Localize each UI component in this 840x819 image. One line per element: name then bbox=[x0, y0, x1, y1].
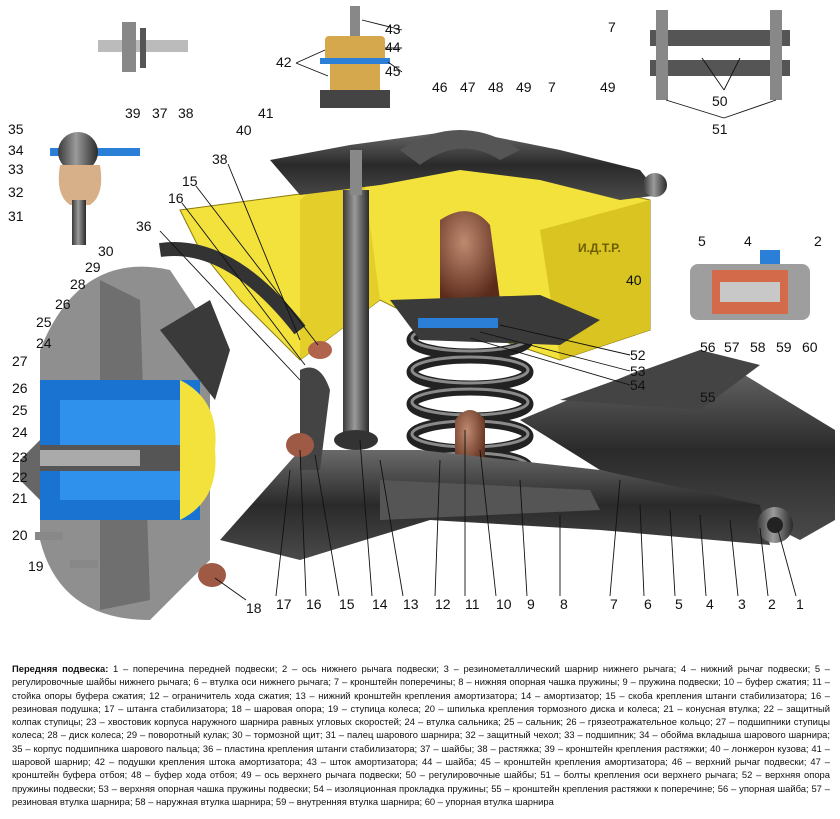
callout-16: 16 bbox=[168, 190, 184, 206]
callout-26: 26 bbox=[55, 296, 71, 312]
callout-36: 36 bbox=[136, 218, 152, 234]
callout-58: 58 bbox=[750, 339, 766, 355]
callout-4: 4 bbox=[706, 596, 714, 612]
callout-27: 27 bbox=[12, 353, 28, 369]
callout-43: 43 bbox=[385, 21, 401, 37]
callout-60: 60 bbox=[802, 339, 818, 355]
callout-54: 54 bbox=[630, 377, 646, 393]
callout-10: 10 bbox=[496, 596, 512, 612]
inset-upper-axle bbox=[650, 10, 790, 100]
callout-7: 7 bbox=[548, 79, 556, 95]
callout-30: 30 bbox=[98, 243, 114, 259]
callout-8: 8 bbox=[560, 596, 568, 612]
callout-18: 18 bbox=[246, 600, 262, 616]
figure-caption: Передняя подвеска: 1 – поперечина передн… bbox=[12, 662, 830, 808]
callout-57: 57 bbox=[724, 339, 740, 355]
callout-39: 39 bbox=[125, 105, 141, 121]
lower-arm bbox=[220, 450, 793, 560]
callout-38: 38 bbox=[178, 105, 194, 121]
callout-59: 59 bbox=[776, 339, 792, 355]
callout-13: 13 bbox=[403, 596, 419, 612]
callout-51: 51 bbox=[712, 121, 728, 137]
callout-44: 44 bbox=[385, 39, 401, 55]
upper-arm bbox=[270, 130, 667, 200]
callout-55: 55 bbox=[700, 389, 716, 405]
callout-15: 15 bbox=[339, 596, 355, 612]
callout-9: 9 bbox=[527, 596, 535, 612]
callout-4: 4 bbox=[744, 233, 752, 249]
callout-37: 37 bbox=[152, 105, 168, 121]
callout-46: 46 bbox=[432, 79, 448, 95]
callout-2: 2 bbox=[768, 596, 776, 612]
callout-24: 24 bbox=[12, 424, 28, 440]
callout-53: 53 bbox=[630, 363, 646, 379]
callout-6: 6 bbox=[644, 596, 652, 612]
watermark: И.Д.Т.Р. bbox=[578, 241, 621, 255]
callout-24: 24 bbox=[36, 335, 52, 351]
callout-45: 45 bbox=[385, 63, 401, 79]
callout-52: 52 bbox=[630, 347, 646, 363]
caption-text: 1 – поперечина передней подвески; 2 – ос… bbox=[12, 663, 830, 807]
diagram-svg: И.Д.Т.Р. bbox=[8, 6, 835, 620]
callout-22: 22 bbox=[12, 469, 28, 485]
leader-lines bbox=[159, 19, 797, 601]
callout-47: 47 bbox=[460, 79, 476, 95]
callout-34: 34 bbox=[8, 142, 24, 158]
callout-3: 3 bbox=[738, 596, 746, 612]
callout-20: 20 bbox=[12, 527, 28, 543]
callout-7: 7 bbox=[608, 19, 616, 35]
callout-26: 26 bbox=[12, 380, 28, 396]
callout-labels: 1234567891011121314151617181920212223242… bbox=[8, 19, 822, 616]
callout-40: 40 bbox=[236, 122, 252, 138]
callout-17: 17 bbox=[276, 596, 292, 612]
inset-shock-mount bbox=[320, 6, 390, 108]
callout-1: 1 bbox=[796, 596, 804, 612]
inset-ball-joint bbox=[50, 132, 140, 245]
callout-21: 21 bbox=[12, 490, 28, 506]
callout-48: 48 bbox=[488, 79, 504, 95]
inset-silent-block bbox=[690, 250, 810, 320]
callout-28: 28 bbox=[70, 276, 86, 292]
callout-32: 32 bbox=[8, 184, 24, 200]
callout-5: 5 bbox=[675, 596, 683, 612]
callout-19: 19 bbox=[28, 558, 44, 574]
callout-2: 2 bbox=[814, 233, 822, 249]
wheel-hub-assembly bbox=[20, 266, 230, 620]
suspension-diagram: И.Д.Т.Р. bbox=[8, 6, 835, 620]
callout-35: 35 bbox=[8, 121, 24, 137]
callout-12: 12 bbox=[435, 596, 451, 612]
callout-7: 7 bbox=[610, 596, 618, 612]
callout-40: 40 bbox=[626, 272, 642, 288]
callout-49: 49 bbox=[516, 79, 532, 95]
crossmember bbox=[520, 350, 835, 540]
callout-25: 25 bbox=[12, 402, 28, 418]
shock-absorber bbox=[334, 150, 378, 450]
callout-49: 49 bbox=[600, 79, 616, 95]
inset-bracket bbox=[98, 22, 188, 72]
callout-23: 23 bbox=[12, 449, 28, 465]
callout-56: 56 bbox=[700, 339, 716, 355]
callout-11: 11 bbox=[465, 596, 480, 612]
callout-41: 41 bbox=[258, 105, 274, 121]
callout-16: 16 bbox=[306, 596, 322, 612]
callout-50: 50 bbox=[712, 93, 728, 109]
callout-29: 29 bbox=[85, 259, 101, 275]
callout-25: 25 bbox=[36, 314, 52, 330]
callout-5: 5 bbox=[698, 233, 706, 249]
callout-33: 33 bbox=[8, 161, 24, 177]
caption-title: Передняя подвеска: bbox=[12, 663, 109, 674]
callout-14: 14 bbox=[372, 596, 388, 612]
callout-15: 15 bbox=[182, 173, 198, 189]
callout-38: 38 bbox=[212, 151, 228, 167]
callout-42: 42 bbox=[276, 54, 292, 70]
callout-31: 31 bbox=[8, 208, 24, 224]
